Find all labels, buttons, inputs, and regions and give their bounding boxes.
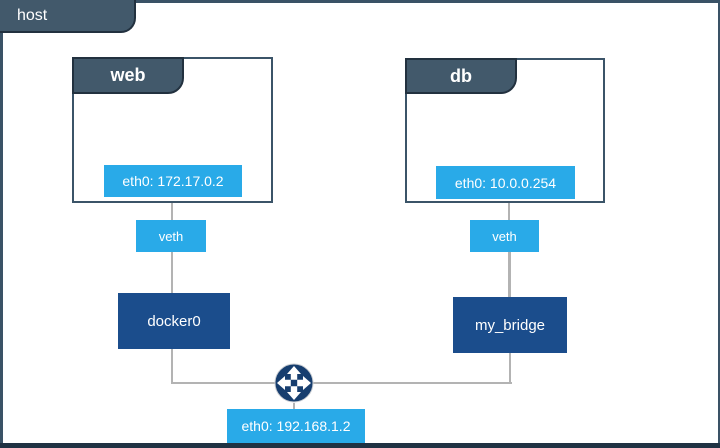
host-frame-left-edge	[0, 0, 3, 448]
connector-veth-to-mybridge	[508, 252, 511, 297]
host-frame-top-edge	[0, 0, 720, 3]
container-web-tab: web	[72, 57, 184, 94]
connector-mybridge-to-bus	[509, 353, 511, 383]
host-frame-bottom-edge	[0, 443, 720, 448]
host-tab: host	[0, 0, 136, 33]
connector-web-to-veth	[171, 202, 173, 220]
web-eth0-badge: eth0: 172.17.0.2	[104, 165, 242, 197]
host-eth0-badge: eth0: 192.168.1.2	[227, 409, 365, 443]
connector-veth-to-docker0	[171, 252, 173, 293]
host-label: host	[17, 7, 48, 24]
host-eth0-label: eth0: 192.168.1.2	[241, 418, 351, 434]
bridge-my-bridge: my_bridge	[453, 297, 567, 353]
veth-badge-left: veth	[136, 220, 206, 252]
veth-right-label: veth	[492, 228, 517, 244]
db-eth0-label: eth0: 10.0.0.254	[454, 174, 557, 191]
bridge-docker0-label: docker0	[147, 312, 201, 330]
connector-horizontal-bus	[171, 382, 512, 384]
container-db-label: db	[450, 65, 472, 86]
router-icon	[274, 363, 314, 403]
bridge-docker0: docker0	[118, 293, 230, 349]
container-db-tab: db	[405, 58, 517, 94]
container-web-label: web	[110, 65, 146, 85]
db-eth0-badge: eth0: 10.0.0.254	[436, 166, 575, 199]
veth-left-label: veth	[158, 228, 184, 244]
host-frame-right-edge	[718, 0, 720, 448]
web-eth0-label: eth0: 172.17.0.2	[122, 173, 224, 189]
connector-db-to-veth	[508, 203, 510, 220]
bridge-my-bridge-label: my_bridge	[474, 316, 546, 334]
veth-badge-right: veth	[470, 220, 539, 252]
connector-docker0-to-bus	[171, 349, 173, 383]
connector-router-to-hosteth	[293, 403, 295, 410]
